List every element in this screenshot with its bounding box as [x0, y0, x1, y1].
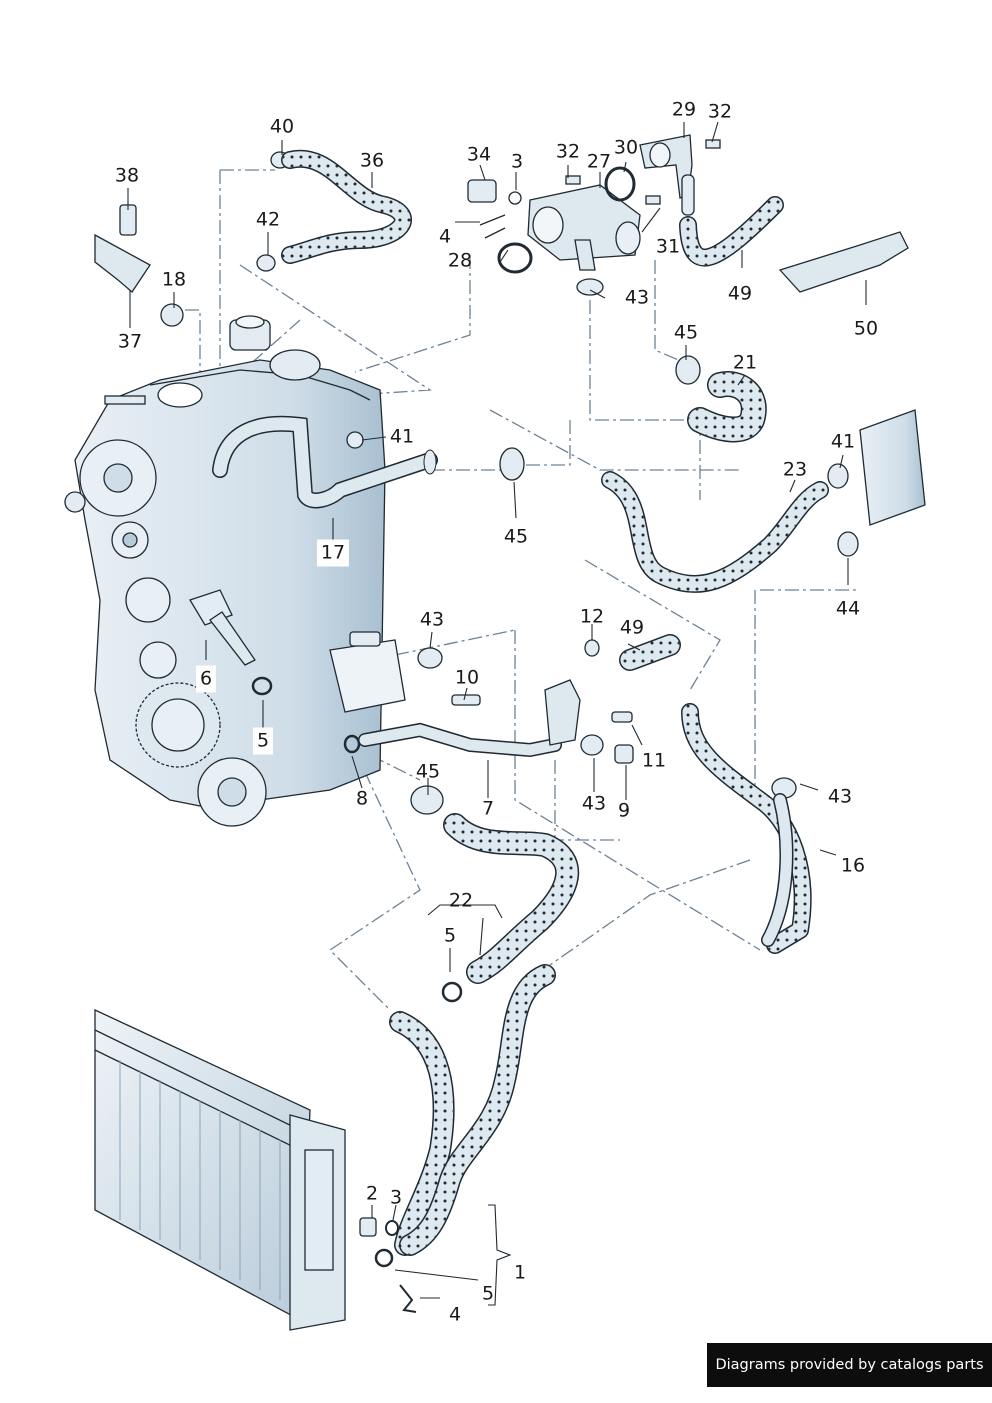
- callout-3: 3: [389, 1186, 403, 1209]
- callout-23: 23: [782, 458, 808, 481]
- thermostat-housing-27: [527, 184, 641, 271]
- callout-5: 5: [443, 924, 457, 947]
- callout-6: 6: [195, 665, 217, 693]
- callout-44: 44: [835, 597, 861, 620]
- callout-50: 50: [853, 317, 879, 340]
- callout-4: 4: [438, 225, 452, 248]
- coolant-pipe-7: [358, 679, 581, 758]
- callout-1: 1: [513, 1261, 527, 1284]
- callout-40: 40: [269, 115, 295, 138]
- callout-2: 2: [365, 1182, 379, 1205]
- callout-18: 18: [161, 268, 187, 291]
- callout-43: 43: [419, 608, 445, 631]
- callout-38: 38: [114, 164, 140, 187]
- callout-17: 17: [316, 539, 350, 567]
- bracket-37: [94, 233, 151, 293]
- callout-49: 49: [619, 616, 645, 639]
- callout-21: 21: [732, 351, 758, 374]
- bracket-50: [778, 231, 909, 293]
- callout-leaders: [127, 121, 867, 1306]
- hoses: [281, 149, 829, 1256]
- callout-8: 8: [355, 787, 369, 810]
- callout-12: 12: [579, 605, 605, 628]
- callout-29: 29: [671, 98, 697, 121]
- callout-7: 7: [481, 797, 495, 820]
- flange-29: [639, 134, 695, 216]
- callout-28: 28: [447, 249, 473, 272]
- callout-41: 41: [389, 425, 415, 448]
- credit-banner: Diagrams provided by catalogs parts: [707, 1343, 992, 1387]
- callout-11: 11: [641, 749, 667, 772]
- radiator: [94, 1008, 346, 1331]
- callout-45: 45: [503, 525, 529, 548]
- callout-31: 31: [655, 235, 681, 258]
- callout-43: 43: [624, 286, 650, 309]
- callout-41: 41: [830, 430, 856, 453]
- callout-37: 37: [117, 330, 143, 353]
- callout-34: 34: [466, 143, 492, 166]
- coolant-pipe-17: [212, 415, 438, 509]
- callout-49: 49: [727, 282, 753, 305]
- callout-36: 36: [359, 149, 385, 172]
- heater-core-box: [859, 409, 926, 526]
- callout-3: 3: [510, 150, 524, 173]
- callout-5: 5: [252, 727, 274, 755]
- callout-16: 16: [840, 854, 866, 877]
- callout-42: 42: [255, 208, 281, 231]
- callout-45: 45: [415, 760, 441, 783]
- callout-5: 5: [481, 1282, 495, 1305]
- callout-43: 43: [581, 792, 607, 815]
- callout-43: 43: [827, 785, 853, 808]
- callout-27: 27: [586, 150, 612, 173]
- callout-4: 4: [448, 1303, 462, 1326]
- callout-30: 30: [613, 136, 639, 159]
- callout-9: 9: [617, 799, 631, 822]
- callout-32: 32: [707, 100, 733, 123]
- callout-10: 10: [454, 666, 480, 689]
- engine-block: [64, 315, 406, 827]
- callout-22: 22: [448, 889, 474, 912]
- small-fittings: [119, 139, 859, 1313]
- callout-45: 45: [673, 321, 699, 344]
- callout-32: 32: [555, 140, 581, 163]
